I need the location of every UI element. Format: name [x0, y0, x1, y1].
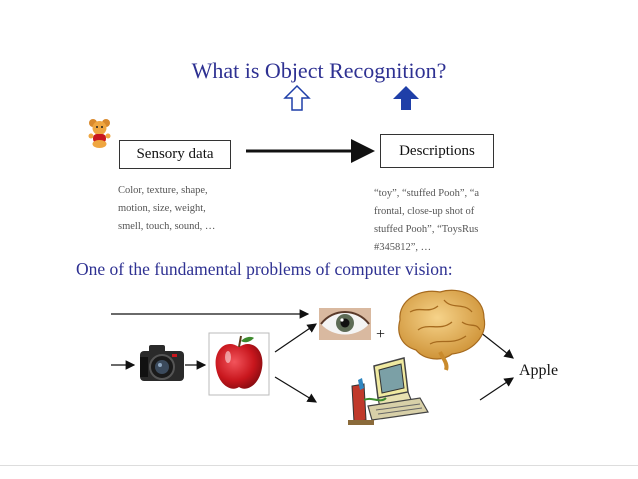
- descriptions-box: Descriptions: [380, 134, 494, 168]
- sensory-details: Color, texture, shape, motion, size, wei…: [118, 182, 215, 236]
- teddy-bear-icon: [88, 119, 111, 148]
- sensory-detail-line: motion, size, weight,: [118, 203, 206, 214]
- plus-sign: +: [376, 326, 386, 343]
- descriptions-label: Descriptions: [399, 142, 475, 159]
- description-example-line: “toy”, “stuffed Pooh”, “a: [374, 188, 480, 199]
- brain-icon: [398, 289, 486, 371]
- sensory-detail-line: smell, touch, sound, …: [118, 221, 216, 232]
- footer-divider: [0, 465, 638, 466]
- slide-subtitle: One of the fundamental problems of compu…: [76, 259, 453, 279]
- slide-title: What is Object Recognition?: [191, 58, 447, 83]
- flow-arrow: [479, 377, 514, 401]
- description-example-line: #345812”, …: [374, 242, 432, 253]
- sensory-detail-line: Color, texture, shape,: [118, 185, 208, 196]
- eye-icon: [319, 308, 371, 340]
- result-label: Apple: [519, 362, 559, 379]
- hollow-up-arrow-icon: [283, 84, 311, 111]
- sensory-data-box: Sensory data: [119, 140, 231, 169]
- flow-arrow: [274, 376, 318, 403]
- description-examples: “toy”, “stuffed Pooh”, “a frontal, close…: [374, 185, 479, 257]
- flow-arrow: [479, 331, 514, 359]
- apple-icon: [208, 332, 270, 396]
- description-example-line: frontal, close-up shot of: [374, 206, 475, 217]
- sensory-data-label: Sensory data: [136, 146, 214, 162]
- solid-up-arrow-icon: [393, 86, 419, 110]
- computer-icon: [348, 357, 429, 425]
- description-example-line: stuffed Pooh”, “ToysRus: [374, 224, 479, 235]
- flow-arrow: [274, 323, 317, 353]
- camera-icon: [140, 345, 184, 381]
